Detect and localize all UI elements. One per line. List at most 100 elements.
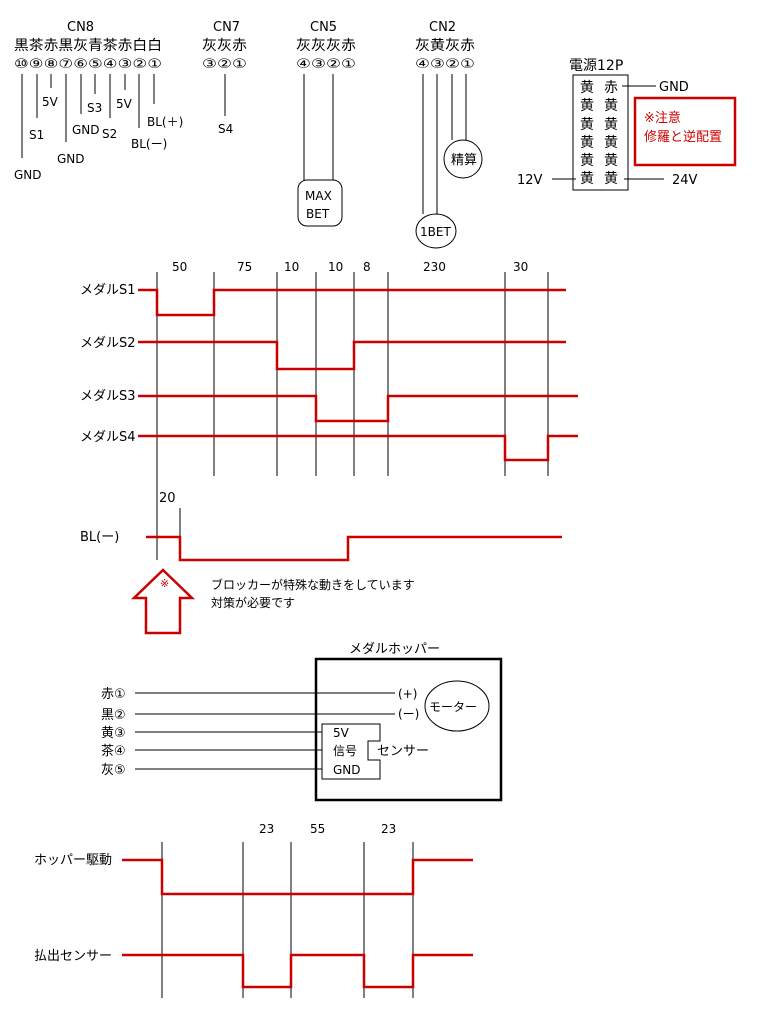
interval-label: 10 <box>284 260 299 274</box>
interval-label: 23 <box>381 822 396 836</box>
signal-label-s4: メダルS4 <box>80 430 136 445</box>
medal-hopper: メダルホッパー 赤① 黒② 黄③ 茶④ 灰⑤ (+) (ー) モーター 5V 信… <box>101 642 503 802</box>
maxbet-label-2: BET <box>306 207 330 221</box>
cn7-title: CN7 <box>213 20 240 35</box>
power-pin: 黄 <box>580 97 594 114</box>
medal-sensor-timing: 50 75 10 10 8 230 30 メダルS1 メダルS2 メダルS3 メ… <box>80 260 578 635</box>
sensor-pin-5v: 5V <box>333 726 350 740</box>
cn8-s2: S2 <box>102 127 117 141</box>
power-pin: 黄 <box>580 134 594 151</box>
cn8-title: CN8 <box>67 20 94 35</box>
cn5-title: CN5 <box>310 20 337 35</box>
hopper-box <box>314 657 503 802</box>
cn8-pin-numbers: ⑩⑨⑧⑦⑥⑤④③②① <box>14 57 162 72</box>
sensor-pin-signal: 信号 <box>333 744 357 758</box>
power-pin: 黄 <box>580 79 594 96</box>
hopper-wire-yellow: 黄③ <box>101 726 126 741</box>
cn8-bl-plus: BL(＋) <box>147 115 183 129</box>
motor <box>424 680 490 732</box>
interval-label: 8 <box>363 260 371 274</box>
power-gnd: GND <box>659 80 689 95</box>
power-title: 電源12P <box>569 58 623 74</box>
cn8-5v-b: 5V <box>116 97 133 111</box>
connector-cn8: CN8 黒茶赤黒灰青茶赤白白 ⑩⑨⑧⑦⑥⑤④③②① GND S1 5V GND … <box>14 20 183 182</box>
motor-label: モーター <box>429 700 477 714</box>
cn7-wire-colors: 灰灰赤 <box>202 38 247 54</box>
power-note-box <box>633 96 737 167</box>
cn8-s3: S3 <box>87 101 102 115</box>
signal-label-s2: メダルS2 <box>80 336 136 351</box>
waveform-s3 <box>138 394 578 423</box>
power-pin: 黄 <box>580 152 594 169</box>
power-pin: 黄 <box>604 170 618 187</box>
signal-label-s1: メダルS1 <box>80 283 136 298</box>
cn2-title: CN2 <box>429 20 456 35</box>
cn8-gnd2: GND <box>57 152 85 166</box>
hopper-wire-black: 黒② <box>101 708 126 723</box>
signal-label-payout-sensor: 払出センサー <box>34 949 112 964</box>
connector-cn5: CN5 灰灰灰赤 ④③②① MAX BET <box>296 20 356 227</box>
interval-label: 23 <box>259 822 274 836</box>
cn8-5v-a: 5V <box>42 95 59 109</box>
connector-cn7: CN7 灰灰赤 ③②① S4 <box>202 20 247 136</box>
cn8-gnd3: GND <box>72 123 100 137</box>
power-pin-grid: 黄 赤 黄 黄 黄 黄 黄 黄 黄 黄 黄 黄 <box>580 79 618 187</box>
cn8-s1: S1 <box>29 128 44 142</box>
interval-label: 50 <box>172 260 187 274</box>
seisan-label: 精算 <box>451 153 477 168</box>
seisan-button <box>443 139 483 179</box>
onebet-button <box>415 213 457 249</box>
power-pin: 黄 <box>604 152 618 169</box>
waveform-s4 <box>138 434 578 462</box>
signal-label-hopper-drive: ホッパー駆動 <box>34 853 112 868</box>
cn2-pin-numbers: ④③②① <box>415 57 475 72</box>
cn8-bl-minus: BL(ー) <box>131 137 167 151</box>
power-pin: 黄 <box>604 97 618 114</box>
maxbet-button <box>297 179 343 227</box>
interval-label: 30 <box>513 260 528 274</box>
waveform-s1 <box>138 288 566 317</box>
sensor-label: センサー <box>377 744 429 759</box>
hopper-wire-gray: 灰⑤ <box>101 763 126 778</box>
power-pin: 黄 <box>580 170 594 187</box>
callout-text-1: ブロッカーが特殊な動きをしています <box>211 577 415 592</box>
sensor-pin-gnd: GND <box>333 763 361 777</box>
power-note-line1: ※注意 <box>644 110 681 126</box>
cn5-pin-numbers: ④③②① <box>296 57 356 72</box>
power-pin: 黄 <box>604 134 618 151</box>
connector-cn2: CN2 灰黄灰赤 ④③②① 1BET 精算 <box>415 20 483 249</box>
hopper-title: メダルホッパー <box>349 642 440 657</box>
power-connector: 電源12P 黄 赤 黄 黄 黄 黄 黄 黄 黄 黄 黄 黄 GND 12V 24… <box>517 58 737 191</box>
interval-label: 10 <box>328 260 343 274</box>
cn7-pin-numbers: ③②① <box>202 57 247 72</box>
waveform-hopper-drive <box>122 858 473 896</box>
hopper-wire-brown: 茶④ <box>101 743 126 759</box>
signal-label-bl: BL(ー) <box>80 530 119 545</box>
power-pin: 赤 <box>604 80 618 96</box>
power-12v: 12V <box>517 173 543 188</box>
onebet-label: 1BET <box>420 225 451 239</box>
cn7-s4: S4 <box>218 122 233 136</box>
cn5-wire-colors: 灰灰灰赤 <box>296 38 356 54</box>
interval-label: 75 <box>237 260 252 274</box>
waveform-bl <box>146 535 562 562</box>
callout-arrow <box>130 568 196 635</box>
signal-label-s3: メダルS3 <box>80 389 136 404</box>
power-24v: 24V <box>672 173 698 188</box>
interval-label: 55 <box>310 822 325 836</box>
hopper-timing: 23 55 23 ホッパー駆動 払出センサー <box>34 822 473 998</box>
power-pin: 黄 <box>604 116 618 133</box>
bl-delay-label: 20 <box>159 491 176 506</box>
waveform-payout-sensor <box>122 953 473 989</box>
motor-minus: (ー) <box>398 707 419 721</box>
maxbet-label-1: MAX <box>305 189 332 203</box>
power-connector-box <box>572 74 629 191</box>
power-pin: 黄 <box>580 116 594 133</box>
waveform-s2 <box>138 340 566 371</box>
cn8-gnd1: GND <box>14 168 42 182</box>
callout-mark: ※ <box>160 577 169 590</box>
cn2-wire-colors: 灰黄灰赤 <box>415 37 475 54</box>
interval-label: 230 <box>423 260 446 274</box>
power-note-line2: 修羅と逆配置 <box>644 129 722 145</box>
